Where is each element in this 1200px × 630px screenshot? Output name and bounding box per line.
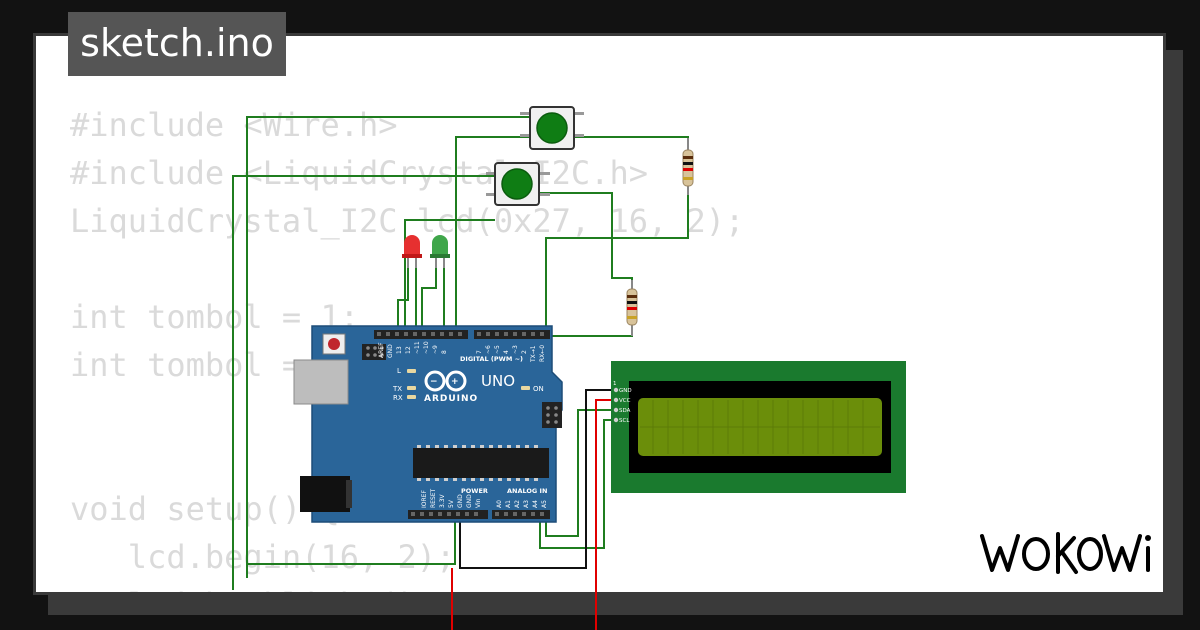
pin-label: ~6: [485, 345, 492, 354]
code-line: lcd.begin(16, 2);: [70, 538, 456, 576]
lcd-pin-label: 1: [613, 381, 617, 387]
wire: [247, 518, 456, 565]
lcd-pin-label: GND: [619, 388, 632, 394]
pushbutton-bottom[interactable]: [486, 162, 550, 206]
lcd-display[interactable]: 1 GND VCC SDA SCL: [611, 361, 906, 493]
pin-label: ~9: [432, 345, 439, 354]
pin-label: GND: [387, 344, 394, 358]
wire: [545, 409, 616, 537]
analog-header: [492, 510, 550, 519]
pin-label: 7: [476, 350, 483, 354]
wire: [575, 136, 689, 150]
lcd-pin-label: VCC: [619, 398, 631, 404]
svg-text:−: −: [430, 377, 438, 387]
wire: [548, 324, 633, 337]
wire: [232, 175, 497, 590]
code-line: #include <LiquidCrystal_I2C.h>: [70, 154, 648, 192]
wire: [540, 192, 633, 290]
pin-label: A5: [541, 500, 548, 508]
code-line: lcd.backlight();: [70, 586, 436, 592]
pin-label: 5V: [448, 499, 455, 508]
power-jack: [300, 476, 350, 512]
digital-header-left: [374, 330, 468, 339]
wire-gnd: [459, 389, 616, 569]
pin-label: RX←0: [539, 345, 546, 362]
pin-label: AREF: [378, 342, 385, 358]
pushbutton-top[interactable]: [520, 106, 584, 150]
pin-label: ~3: [512, 345, 519, 354]
lcd-pin-label: SCL: [619, 418, 630, 424]
board-brand: ARDUINO: [424, 394, 478, 404]
wire: [545, 186, 689, 336]
led-green[interactable]: [430, 235, 450, 268]
led-red[interactable]: [402, 235, 422, 268]
pin-label: RESET: [430, 488, 437, 508]
pin-label: Vin: [475, 498, 482, 508]
wokwi-logo: [980, 532, 1151, 574]
pin-label: A1: [505, 500, 512, 508]
pin-label: 2: [521, 350, 528, 354]
pin-label: A0: [496, 500, 503, 508]
digital-header-right: [474, 330, 550, 339]
wire: [455, 136, 530, 336]
pin-label: ~10: [423, 341, 430, 354]
pin-label: A2: [514, 500, 521, 508]
usb-port: [293, 359, 349, 405]
arduino-logo: [424, 370, 467, 392]
pin-label: A4: [532, 500, 539, 508]
resistor-1[interactable]: [682, 138, 694, 195]
pin-label: IOREF: [421, 490, 428, 508]
wire-vcc: [595, 399, 616, 630]
wire: [421, 262, 437, 336]
code-line: #include <Wire.h>: [70, 106, 398, 144]
resistor-2[interactable]: [626, 280, 638, 336]
pin-label: 4: [503, 350, 510, 354]
analog-header-label: ANALOG IN: [507, 487, 547, 495]
pin-label: 13: [396, 346, 403, 354]
wire: [539, 419, 616, 549]
led-l-label: L: [397, 367, 401, 375]
pin-label: ~5: [494, 345, 501, 354]
pin-label: TX→1: [530, 345, 537, 363]
on-label: ON: [533, 385, 544, 393]
pin-label: GND: [466, 494, 473, 508]
pin-label: GND: [457, 494, 464, 508]
board-model: UNO: [481, 372, 515, 390]
pin-label: ~11: [414, 341, 421, 354]
pin-label: 3.3V: [439, 493, 446, 508]
led-rx-label: RX: [393, 394, 403, 402]
arduino-uno-board[interactable]: AREF GND 13 12 ~11 ~10 ~9 8 7 ~6 ~5 4 ~3…: [293, 325, 563, 523]
pin-label: A3: [523, 500, 530, 508]
led-tx-label: TX: [392, 385, 402, 393]
power-header-label: POWER: [461, 487, 488, 495]
digital-header-label: DIGITAL (PWM ~): [460, 355, 523, 363]
atmega-chip: [413, 448, 549, 478]
svg-text:+: +: [451, 377, 459, 387]
wire: [397, 262, 409, 336]
wire: [246, 116, 530, 578]
wire: [404, 219, 495, 336]
pin-label: 8: [441, 350, 448, 354]
pin-label: 12: [405, 346, 412, 354]
lcd-pin-label: SDA: [619, 408, 631, 414]
file-tab[interactable]: sketch.ino: [68, 12, 286, 76]
